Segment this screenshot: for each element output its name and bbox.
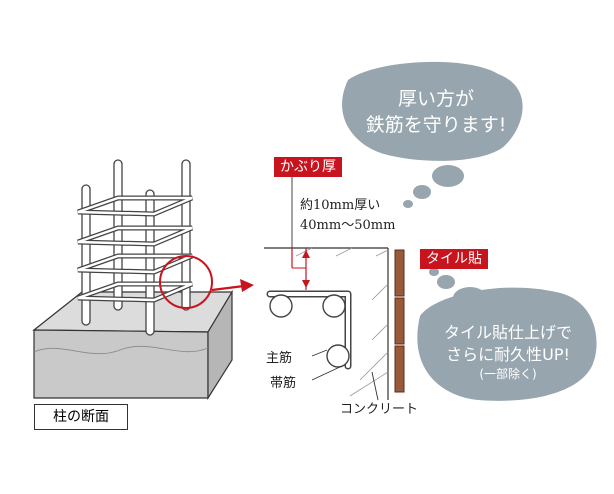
cover-label: かぶり厚 [274,157,342,177]
bubble-bottom-text: タイル貼仕上げで さらに耐久性UP! (一部除く) [424,322,592,382]
bubble-bottom [417,268,597,401]
bubble-bottom-line1: タイル貼仕上げで [443,323,572,342]
bubble-top-line1: 厚い方が [397,88,474,110]
column-section-label: 柱の断面 [34,404,128,430]
bubble-top [342,61,523,208]
concrete-base-block [32,289,234,401]
thickness-text-line2: 40mm〜50mm [300,218,396,233]
tile-strip [394,249,405,393]
thickness-text-line1: 約10mm厚い [300,198,381,213]
main-rebar-label: 主筋 [266,351,293,366]
tile-finish-label: タイル貼 [420,249,488,269]
bubble-bottom-line2: さらに耐久性UP! [446,345,570,364]
zoom-arrow [211,279,254,292]
bubble-top-line2: 鉄筋を守ります! [365,114,507,136]
zoom-highlight-circle [159,255,213,309]
hoop-rebar-label: 帯筋 [270,376,297,391]
concrete-label: コンクリート [340,402,419,417]
bubble-bottom-note: (一部除く) [479,367,537,381]
bubble-top-text: 厚い方が 鉄筋を守ります! [356,86,516,138]
rebar-cage [77,159,193,336]
cross-section-detail [264,168,389,401]
